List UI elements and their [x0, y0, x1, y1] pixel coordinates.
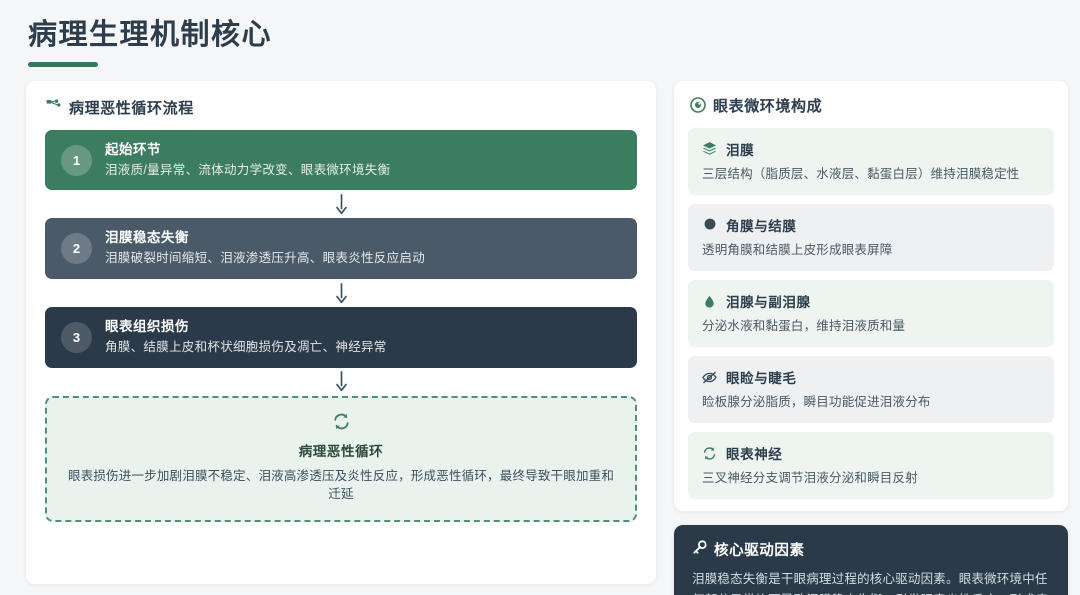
arrow-down-icon [335, 194, 347, 215]
flow-step-3-title: 眼表组织损伤 [105, 319, 189, 335]
sync-icon [333, 413, 349, 430]
component-item-desc: 睑板腺分泌脂质，瞬目功能促进泪液分布 [702, 395, 931, 410]
sync-icon [702, 446, 717, 461]
vicious-cycle-desc: 眼表损伤进一步加剧泪膜不稳定、泪液高渗透压及炎性反应，形成恶性循环，最终导致干眼… [67, 468, 615, 502]
cycle-icon-wrap [65, 412, 617, 431]
flow-step-3[interactable]: 3 眼表组织损伤 角膜、结膜上皮和杯状细胞损伤及凋亡、神经异常 [45, 307, 637, 368]
flow-step-1[interactable]: 1 起始环节 泪液质/量异常、流体动力学改变、眼表微环境失衡 [45, 129, 637, 191]
key-driver-card: 核心驱动因素 泪膜稳态失衡是干眼病理过程的核心驱动因素。眼表微环境中任何部分异常… [674, 525, 1068, 595]
component-item-desc: 分泌水液和黏蛋白，维持泪液质和量 [702, 319, 906, 334]
flow-card-heading-label: 病理恶性循环流程 [69, 99, 194, 117]
key-icon [692, 540, 707, 560]
left-column: 病理恶性循环流程 1 起始环节 泪液质/量异常、流体动力学改变、眼表微环境失衡 [26, 80, 656, 584]
content-columns: 病理恶性循环流程 1 起始环节 泪液质/量异常、流体动力学改变、眼表微环境失衡 [26, 80, 1068, 595]
key-driver-title: 核心驱动因素 [714, 543, 805, 560]
components-card-heading: 眼表微环境构成 [688, 95, 1054, 116]
component-item-desc: 三叉神经分支调节泪液分泌和瞬目反射 [702, 471, 918, 486]
component-item-lacrimal-gland[interactable]: 泪腺与副泪腺 分泌水液和黏蛋白，维持泪液质和量 [688, 280, 1054, 348]
flow-step-2-body: 泪膜稳态失衡 泪膜破裂时间缩短、泪液渗透压升高、眼表炎性反应启动 [105, 229, 425, 268]
key-driver-head: 核心驱动因素 [692, 539, 1050, 560]
flow-step-2[interactable]: 2 泪膜稳态失衡 泪膜破裂时间缩短、泪液渗透压升高、眼表炎性反应启动 [45, 218, 637, 280]
flow-step-1-desc: 泪液质/量异常、流体动力学改变、眼表微环境失衡 [105, 162, 391, 177]
vicious-cycle-box: 病理恶性循环 眼表损伤进一步加剧泪膜不稳定、泪液高渗透压及炎性反应，形成恶性循环… [45, 395, 637, 523]
flow-step-2-title: 泪膜稳态失衡 [105, 230, 189, 246]
component-item-head: 眼睑与睫毛 [702, 367, 1040, 387]
component-item-head: 泪腺与副泪腺 [702, 291, 1040, 311]
component-item-head: 眼表神经 [702, 443, 1040, 463]
component-item-eyelid-lashes[interactable]: 眼睑与睫毛 睑板腺分泌脂质，瞬目功能促进泪液分布 [688, 356, 1054, 424]
arrow-down-icon [335, 371, 347, 392]
flow-steps: 1 起始环节 泪液质/量异常、流体动力学改变、眼表微环境失衡 [44, 129, 638, 523]
title-underline-accent [28, 61, 98, 67]
flow-connector-3 [45, 368, 637, 396]
vicious-cycle-title: 病理恶性循环 [298, 443, 384, 459]
key-driver-desc: 泪膜稳态失衡是干眼病理过程的核心驱动因素。眼表微环境中任何部分异常均可导致泪膜稳… [692, 572, 1048, 595]
circle-icon [702, 217, 717, 232]
flow-step-2-number: 2 [61, 233, 92, 265]
layers-icon [702, 141, 717, 156]
components-card: 眼表微环境构成 泪膜 三层结构（脂质层、水 [674, 80, 1068, 512]
components-card-heading-label: 眼表微环境构成 [713, 97, 823, 115]
flow-step-1-title: 起始环节 [105, 141, 161, 157]
component-item-title: 眼表神经 [726, 447, 783, 463]
component-item-ocular-nerve[interactable]: 眼表神经 三叉神经分支调节泪液分泌和瞬目反射 [688, 432, 1054, 500]
page-header: 病理生理机制核心 [28, 18, 1056, 67]
arrow-down-icon [335, 282, 347, 303]
component-item-head: 角膜与结膜 [702, 215, 1040, 235]
component-item-cornea-conjunctiva[interactable]: 角膜与结膜 透明角膜和结膜上皮形成眼表屏障 [688, 203, 1054, 272]
component-item-title: 泪膜 [726, 142, 755, 158]
component-item-title: 泪腺与副泪腺 [726, 295, 811, 311]
component-item-tear-film[interactable]: 泪膜 三层结构（脂质层、水液层、黏蛋白层）维持泪膜稳定性 [688, 127, 1054, 195]
flow-card: 病理恶性循环流程 1 起始环节 泪液质/量异常、流体动力学改变、眼表微环境失衡 [26, 80, 656, 584]
page-title: 病理生理机制核心 [28, 19, 273, 51]
flow-step-1-body: 起始环节 泪液质/量异常、流体动力学改变、眼表微环境失衡 [105, 141, 390, 180]
flow-step-3-number: 3 [61, 321, 92, 353]
flow-step-2-desc: 泪膜破裂时间缩短、泪液渗透压升高、眼表炎性反应启动 [105, 251, 426, 266]
eye-slash-icon [702, 370, 717, 385]
droplet-icon [702, 294, 717, 309]
component-item-desc: 三层结构（脂质层、水液层、黏蛋白层）维持泪膜稳定性 [702, 166, 1020, 181]
component-item-title: 角膜与结膜 [726, 218, 797, 234]
component-item-desc: 透明角膜和结膜上皮形成眼表屏障 [702, 242, 893, 257]
eye-icon [690, 97, 706, 114]
flow-card-heading: 病理恶性循环流程 [44, 97, 638, 118]
flow-step-1-number: 1 [61, 144, 92, 176]
sitemap-icon [46, 99, 62, 115]
flow-connector-2 [45, 279, 637, 307]
right-column: 眼表微环境构成 泪膜 三层结构（脂质层、水 [674, 80, 1068, 595]
component-item-head: 泪膜 [702, 139, 1040, 159]
flow-connector-1 [45, 190, 637, 218]
flow-step-3-body: 眼表组织损伤 角膜、结膜上皮和杯状细胞损伤及凋亡、神经异常 [105, 318, 387, 357]
flow-step-3-desc: 角膜、结膜上皮和杯状细胞损伤及凋亡、神经异常 [105, 339, 387, 354]
component-item-title: 眼睑与睫毛 [726, 371, 797, 387]
